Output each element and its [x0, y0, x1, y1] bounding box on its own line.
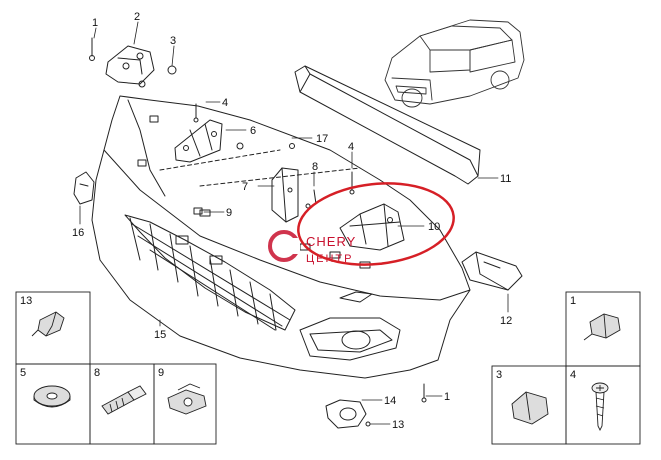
clip-icon: [31, 311, 65, 337]
callout-9: 9: [226, 207, 232, 219]
legend-label-4: 4: [570, 369, 576, 381]
part-16: [73, 171, 95, 205]
legend-left: [15, 291, 217, 445]
screw-icon: [591, 382, 609, 432]
legend-label-5: 5: [20, 367, 26, 379]
callout-14: 14: [384, 395, 396, 407]
bolt-icon: [101, 385, 147, 415]
clip-nut-icon: [511, 391, 549, 425]
callout-16: 16: [72, 227, 84, 239]
callout-13b: 13: [392, 419, 404, 431]
legend-labels: 13 5 8 9 1 3 4: [20, 295, 576, 381]
legend-label-8: 8: [94, 367, 100, 379]
bracket-2: [105, 45, 155, 85]
legend-label-9: 9: [158, 367, 164, 379]
callout-8: 8: [312, 161, 318, 173]
callout-1a: 1: [92, 17, 98, 29]
push-pin-icon: [583, 313, 621, 341]
fasteners: [89, 37, 427, 427]
bracket-6: [174, 119, 223, 163]
callout-3: 3: [170, 35, 176, 47]
watermark: CHERY ЦЕНТР: [268, 230, 356, 265]
callout-7: 7: [242, 181, 248, 193]
callout-17: 17: [316, 133, 328, 145]
car-illustration: [384, 19, 525, 108]
watermark-line1: CHERY: [306, 234, 356, 249]
callout-15: 15: [154, 329, 166, 341]
spring-nut-icon: [167, 383, 207, 415]
callout-1b: 1: [444, 391, 450, 403]
highlight-oval: [297, 182, 455, 266]
callouts: 1 2 3 4 6 17 4 8 7 9 10 11 12 15 16 1 14…: [72, 11, 512, 431]
callout-6: 6: [250, 125, 256, 137]
leader-lines: [79, 21, 509, 425]
bracket-7: [271, 167, 299, 223]
callout-4a: 4: [222, 97, 228, 109]
impact-beam: [294, 65, 481, 185]
callout-10: 10: [428, 221, 440, 233]
callout-11: 11: [500, 173, 511, 185]
callout-4b: 4: [348, 141, 354, 153]
bumper-cover: [91, 95, 471, 379]
callout-2: 2: [134, 11, 140, 23]
washer-icon: [33, 385, 71, 408]
legend-label-3: 3: [496, 369, 502, 381]
part-14: [325, 399, 367, 429]
legend-label-13: 13: [20, 295, 32, 307]
legend-label-1: 1: [570, 295, 576, 307]
callout-12: 12: [500, 315, 512, 327]
legend-right: [491, 291, 641, 445]
part-12: [461, 251, 523, 291]
